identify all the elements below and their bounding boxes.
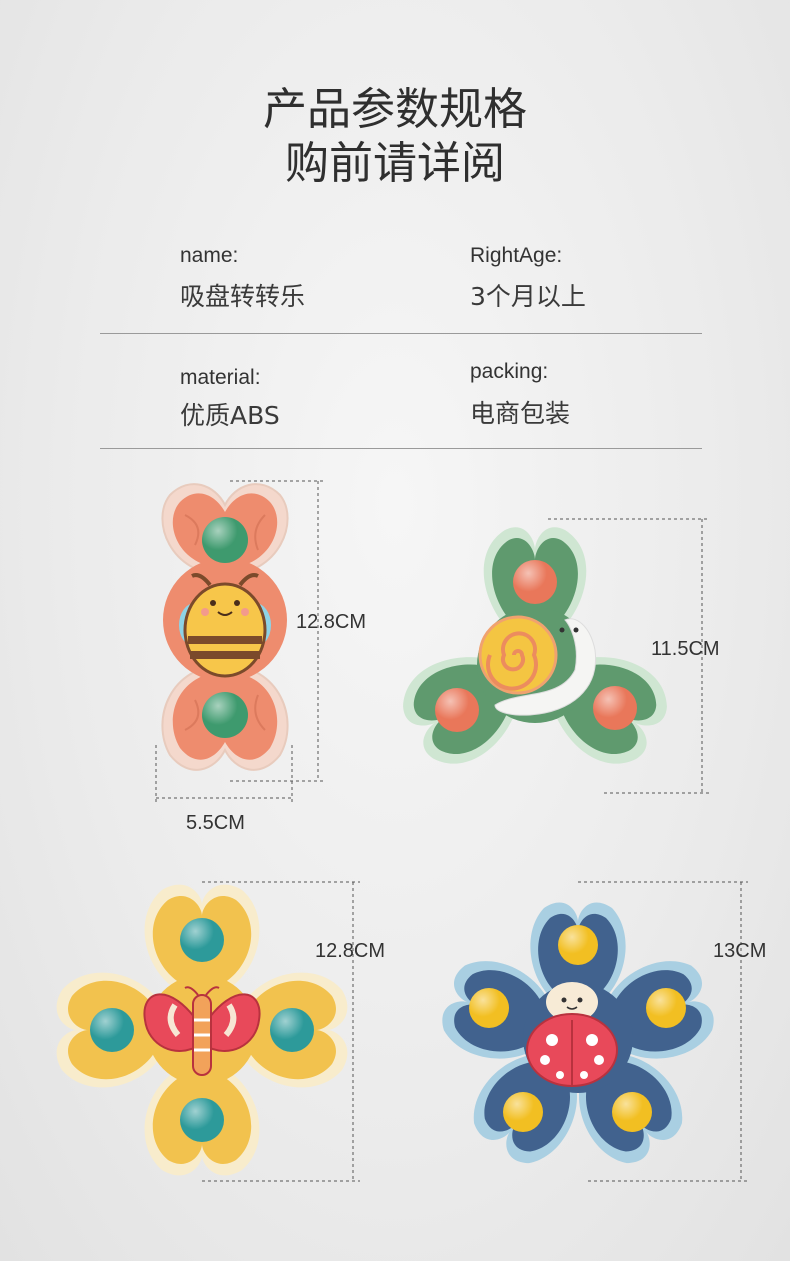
butterfly-size-label: 12.8CM [315,940,386,962]
material-label: material: [180,366,261,389]
bee-width-label: 5.5CM [186,812,245,834]
ladybug-size-label: 13CM [713,940,767,962]
snail-size-label: 11.5CM [651,638,720,660]
packing-label: packing: [470,360,549,383]
age-value: 3个月以上 [470,282,586,311]
ladybug-spinner-toy [442,902,714,1164]
butterfly-dimension-lines [202,881,360,1182]
bee-dimension-lines [155,480,325,805]
bee-spinner-toy [161,483,289,771]
butterfly-spinner-toy [56,884,348,1176]
packing-value: 电商包装 [470,399,571,428]
snail-dimension-lines [548,518,710,794]
material-value: 优质ABS [180,401,280,430]
snail-spinner-toy [403,527,667,764]
page-title: 产品参数规格 [263,84,527,135]
name-value: 吸盘转转乐 [180,282,306,311]
divider-top [100,333,702,334]
ladybug-dimension-lines [578,881,748,1182]
age-label: RightAge: [470,244,563,267]
name-label: name: [180,244,239,267]
bee-height-label: 12.8CM [296,611,367,633]
divider-bottom [100,448,702,449]
page-subtitle: 购前请详阅 [285,138,505,189]
